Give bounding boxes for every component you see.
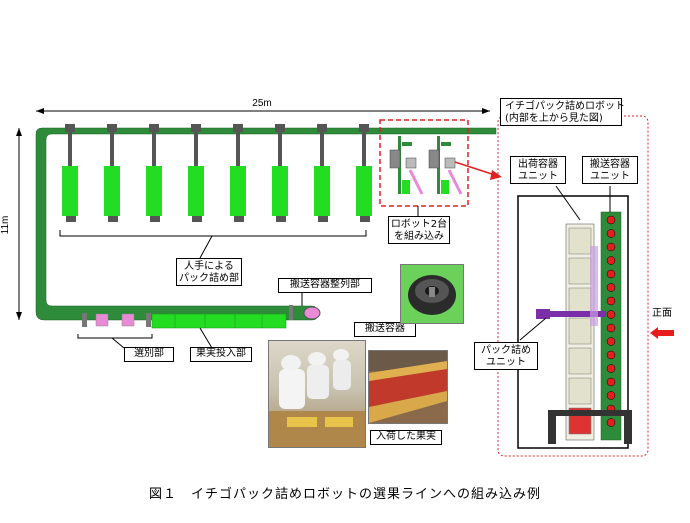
carrier-fruit-dot [606,377,616,387]
carrier-label: 搬送容器 [354,322,416,337]
alignment-gate [289,305,293,320]
packing-arm [590,246,598,326]
manual-station [188,124,204,222]
robot-zone-arrowhead [490,170,502,180]
carrier-unit-label: 搬送容器ユニット [582,156,638,184]
carrier-fruit-dot [606,256,616,265]
carrier-fruit-dot [606,242,616,252]
carrier-container-photo [400,264,464,324]
worker-photo [268,340,366,448]
manual-station [272,124,288,222]
width-label: 11m [0,216,11,235]
robot-unit-icon [389,136,463,195]
packing-unit-leader [519,317,547,341]
packing-unit-label: パック詰めユニット [474,342,538,370]
carrier-fruit-dot [606,337,616,346]
shipping-packs [568,227,592,435]
robot-zone-arrow [454,161,499,177]
carrier-fruit-dot [606,323,616,333]
robot-panel-title: イチゴパック詰めロボット(内部を上から見た図) [500,98,625,126]
length-label: 25m [252,98,271,109]
manual-station [104,124,120,222]
manual-stations [62,124,372,222]
shipping-unit-label: 出荷容器ユニット [510,156,566,184]
fruit-input-label: 果実投入部 [190,347,252,362]
main-conveyor [35,127,497,321]
robots-label: ロボット2台を組み込み [388,216,450,244]
shipping-leader [555,185,581,221]
alignment-roller [303,306,321,320]
carrier-fruit-dot [606,269,616,279]
carrier-fruit-dot [606,391,616,400]
manual-packing-label: 人手によるパック詰め部 [176,258,242,286]
width-arrow-bottom [16,312,22,320]
length-arrow-right [482,108,490,114]
carrier-fruit-dot [606,229,616,238]
manual-packing-leader [199,235,213,259]
sorting-leader [111,337,125,349]
sorting-label: 選別部 [124,347,174,362]
shipping-pack [568,287,592,315]
robot-zone-box [379,119,469,207]
carrier-dots [606,215,616,427]
shipping-pack [568,377,592,405]
manual-packing-bracket [59,230,367,237]
manual-station [356,124,372,222]
incoming-fruit-label: 入荷した果実 [370,430,442,445]
front-foot-left [548,416,556,444]
sorting-gate-1 [82,313,87,327]
length-arrow-left [36,108,44,114]
packing-head [536,309,550,319]
carrier-fruit-dot [606,283,616,292]
manual-station [314,124,330,222]
manual-station [230,124,246,222]
sorting-box-2 [121,313,135,327]
shipping-pack [568,317,592,345]
carrier-fruit-dot [606,296,616,306]
fruit-input-leader [199,327,213,349]
figure-caption: 図１ イチゴパック詰めロボットの選果ラインへの組み込み例 [148,487,541,502]
carrier-fruit-dot [606,350,616,360]
carrier-fruit-dot [606,364,616,373]
sorting-bracket [77,334,153,339]
front-label: 正面 [652,308,672,319]
sorting-box-1 [95,313,109,327]
front-arrow-icon [650,327,674,339]
carrier-alignment-label: 搬送容器整列部 [278,278,372,293]
fruit-photo [368,350,448,424]
shipping-pack [568,347,592,375]
carrier-fruit-dot [606,310,616,319]
carrier-fruit-dot [606,418,616,427]
width-arrow-top [16,128,22,136]
shipping-pack [568,257,592,285]
manual-station [62,124,78,222]
fruit-input-belt [151,313,287,329]
shipping-pack [568,227,592,255]
front-rail [548,410,632,416]
carrier-fruit-dot [606,215,616,225]
sorting-gate-2 [146,313,151,327]
manual-station [146,124,162,222]
front-foot-right [624,416,632,444]
